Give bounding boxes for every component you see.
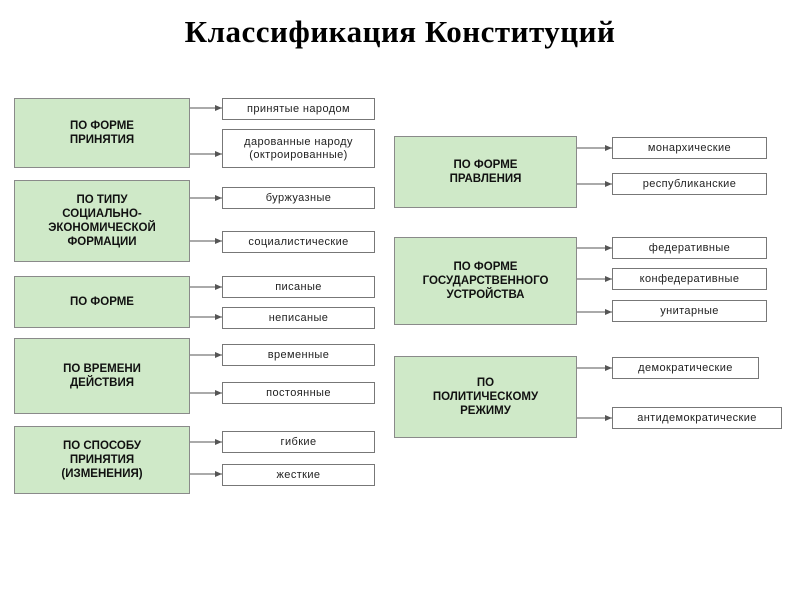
category-state-structure: ПО ФОРМЕ ГОСУДАРСТВЕННОГО УСТРОЙСТВА (394, 237, 577, 325)
category-political-regime: ПО ПОЛИТИЧЕСКОМУ РЕЖИМУ (394, 356, 577, 438)
leaf-federal: федеративные (612, 237, 767, 259)
leaf-monarchical: монархические (612, 137, 767, 159)
page-title: Классификация Конституций (184, 14, 616, 49)
category-socio-economic-type: ПО ТИПУ СОЦИАЛЬНО- ЭКОНОМИЧЕСКОЙ ФОРМАЦИ… (14, 180, 190, 262)
category-form: ПО ФОРМЕ (14, 276, 190, 328)
leaf-granted-to-people: дарованные народу (октроированные) (222, 129, 375, 168)
leaf-permanent: постоянные (222, 382, 375, 404)
leaf-adopted-by-people: принятые народом (222, 98, 375, 120)
leaf-unitary: унитарные (612, 300, 767, 322)
leaf-flexible: гибкие (222, 431, 375, 453)
category-duration: ПО ВРЕМЕНИ ДЕЙСТВИЯ (14, 338, 190, 414)
category-form-of-government: ПО ФОРМЕ ПРАВЛЕНИЯ (394, 136, 577, 208)
leaf-democratic: демократические (612, 357, 759, 379)
leaf-unwritten: неписаные (222, 307, 375, 329)
leaf-antidemocratic: антидемократические (612, 407, 782, 429)
leaf-temporary: временные (222, 344, 375, 366)
leaf-written: писаные (222, 276, 375, 298)
leaf-rigid: жесткие (222, 464, 375, 486)
leaf-socialist: социалистические (222, 231, 375, 253)
category-amendment-method: ПО СПОСОБУ ПРИНЯТИЯ (ИЗМЕНЕНИЯ) (14, 426, 190, 494)
category-form-of-adoption: ПО ФОРМЕ ПРИНЯТИЯ (14, 98, 190, 168)
leaf-republican: республиканские (612, 173, 767, 195)
leaf-confederal: конфедеративные (612, 268, 767, 290)
leaf-bourgeois: буржуазные (222, 187, 375, 209)
